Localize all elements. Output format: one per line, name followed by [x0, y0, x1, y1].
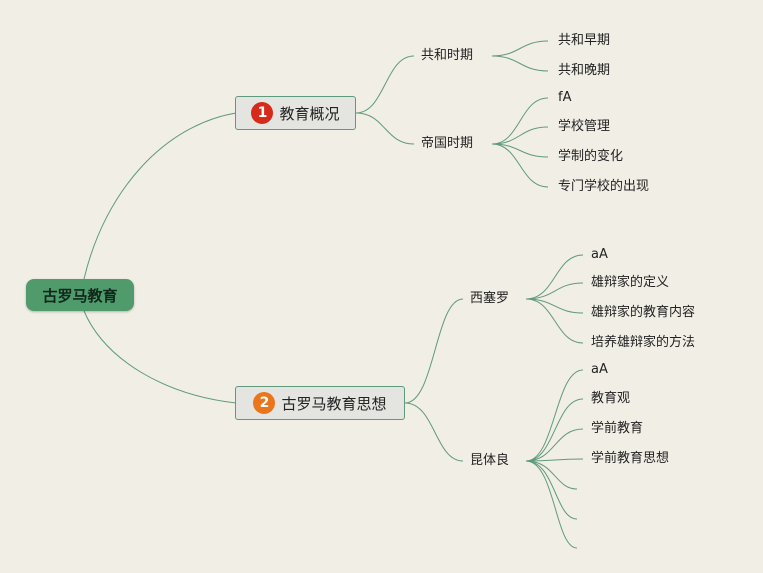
leaf-topic[interactable]: fA: [558, 90, 572, 105]
leaf-topic[interactable]: 学校管理: [558, 119, 611, 134]
edge-s1-l2: [491, 55, 549, 72]
leaf-topic[interactable]: aA: [591, 247, 608, 262]
edge-b1-s1: [355, 55, 415, 114]
edge-s3-l1: [525, 254, 584, 300]
leaf-topic-empty[interactable]: [591, 511, 631, 527]
leaf-topic[interactable]: 学制的变化: [558, 149, 624, 164]
priority-2-icon: 2: [253, 392, 276, 414]
edge-s2-l1: [491, 97, 549, 145]
edge-s3-l4: [525, 298, 584, 344]
edge-s4-l7: [525, 460, 578, 549]
leaf-topic[interactable]: 共和早期: [558, 33, 611, 48]
leaf-topic[interactable]: 雄辩家的教育内容: [591, 305, 696, 320]
edge-s2-l3: [491, 143, 549, 158]
edge-s4-l3: [525, 428, 584, 462]
subtopic-quintilian[interactable]: 昆体良: [470, 453, 510, 468]
edge-root-b2: [83, 310, 237, 404]
leaf-topic[interactable]: 专门学校的出现: [558, 179, 650, 194]
edge-s4-l2: [525, 398, 584, 462]
leaf-topic-empty[interactable]: [591, 481, 631, 497]
branch-education-thought[interactable]: 2 古罗马教育思想: [235, 386, 405, 420]
branch-education-overview[interactable]: 1 教育概况: [235, 96, 356, 130]
edge-b2-s4: [404, 402, 464, 462]
edge-s4-l4: [525, 458, 584, 462]
leaf-topic[interactable]: 共和晚期: [558, 63, 611, 78]
edge-s1-l1: [491, 40, 549, 57]
subtopic-imperial-period[interactable]: 帝国时期: [421, 136, 474, 151]
root-topic[interactable]: 古罗马教育: [26, 279, 134, 311]
edge-b1-s2: [355, 112, 415, 145]
edge-s4-l1: [525, 369, 584, 462]
edge-b2-s3: [404, 298, 464, 404]
leaf-topic[interactable]: 学前教育思想: [591, 451, 670, 466]
priority-1-icon: 1: [251, 102, 274, 124]
edge-s4-l5: [525, 460, 578, 490]
leaf-topic[interactable]: 学前教育: [591, 421, 644, 436]
edge-s3-l3: [525, 298, 584, 314]
root-topic-label: 古罗马教育: [42, 286, 118, 305]
leaf-topic[interactable]: 培养雄辩家的方法: [591, 335, 696, 350]
edge-s2-l4: [491, 143, 549, 188]
edge-s3-l2: [525, 282, 584, 300]
subtopic-republic-period[interactable]: 共和时期: [421, 48, 474, 63]
leaf-topic[interactable]: aA: [591, 362, 608, 377]
edge-s2-l2: [491, 126, 549, 145]
branch-label: 古罗马教育思想: [281, 394, 387, 413]
subtopic-cicero[interactable]: 西塞罗: [470, 291, 510, 306]
edge-s4-l6: [525, 460, 578, 520]
leaf-topic[interactable]: 雄辩家的定义: [591, 275, 670, 290]
leaf-topic[interactable]: 教育观: [591, 391, 631, 406]
edge-root-b1: [83, 112, 237, 280]
leaf-topic-empty[interactable]: [591, 540, 631, 556]
branch-label: 教育概况: [279, 104, 340, 123]
